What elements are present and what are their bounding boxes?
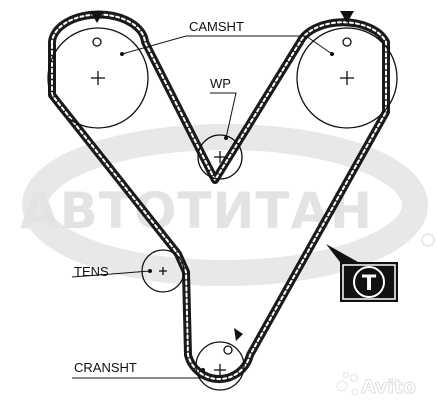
timing-arrow-right-icon — [340, 11, 354, 23]
camshaft-leader — [121, 35, 333, 55]
camshaft-pulley-left — [47, 27, 149, 129]
avito-text: Avito — [361, 376, 416, 398]
timing-arrow-crank-icon — [234, 328, 243, 341]
water-pump-leader — [210, 92, 237, 139]
water-pump-label: WP — [210, 76, 231, 91]
tensioner-label: TENS — [74, 264, 109, 279]
camshaft-pulley-right — [296, 27, 398, 129]
timing-mark-crank — [223, 345, 233, 355]
camshaft-label: CAMSHT — [189, 19, 244, 34]
timing-mark-left — [92, 37, 102, 47]
timing-arrow-left-icon — [90, 11, 104, 23]
leader-lines — [71, 35, 333, 379]
badge-circle — [353, 266, 385, 298]
watermark-text: АВТОТИТАН — [20, 182, 373, 240]
crankshaft-label: CRANSHT — [74, 360, 137, 375]
timing-belt — [47, 10, 390, 384]
badge-letter: T — [362, 271, 377, 295]
tension-badge: T — [326, 244, 398, 302]
timing-mark-right — [342, 37, 352, 47]
crankshaft-pulley — [195, 341, 245, 391]
avito-watermark: Avito — [336, 372, 416, 398]
tensioner-leader — [71, 270, 151, 278]
belt-inner — [50, 13, 387, 381]
